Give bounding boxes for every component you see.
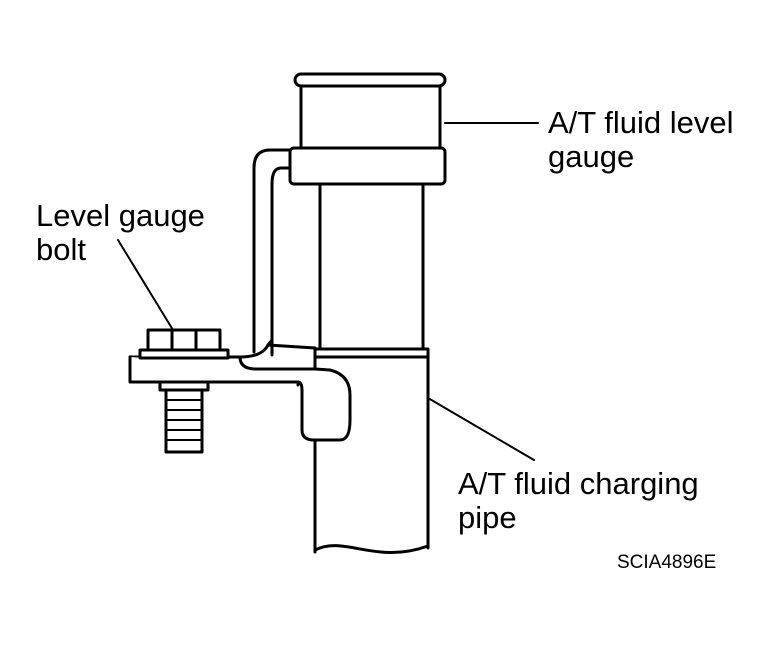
charging-pipe	[313, 347, 430, 555]
guide-tube	[252, 148, 292, 357]
label-fluid-level-gauge-line2: gauge	[548, 139, 635, 174]
bolt-leader-line	[117, 239, 174, 331]
label-fluid-level-gauge-line1: A/T fluid level	[548, 105, 734, 140]
leader-lines	[117, 122, 539, 461]
gauge-tube	[318, 183, 425, 351]
label-charging-pipe-line1: A/T fluid charging	[458, 466, 699, 501]
pipe-leader-line	[427, 397, 535, 461]
level-gauge-bolt	[138, 328, 230, 454]
label-charging-pipe-line2: pipe	[458, 500, 517, 535]
label-level-gauge-bolt-line2: bolt	[36, 232, 86, 267]
figure-code: SCIA4896E	[617, 552, 717, 573]
mounting-bracket	[128, 338, 352, 442]
gauge-handle	[288, 72, 447, 186]
label-level-gauge-bolt-line1: Level gauge	[36, 198, 205, 233]
